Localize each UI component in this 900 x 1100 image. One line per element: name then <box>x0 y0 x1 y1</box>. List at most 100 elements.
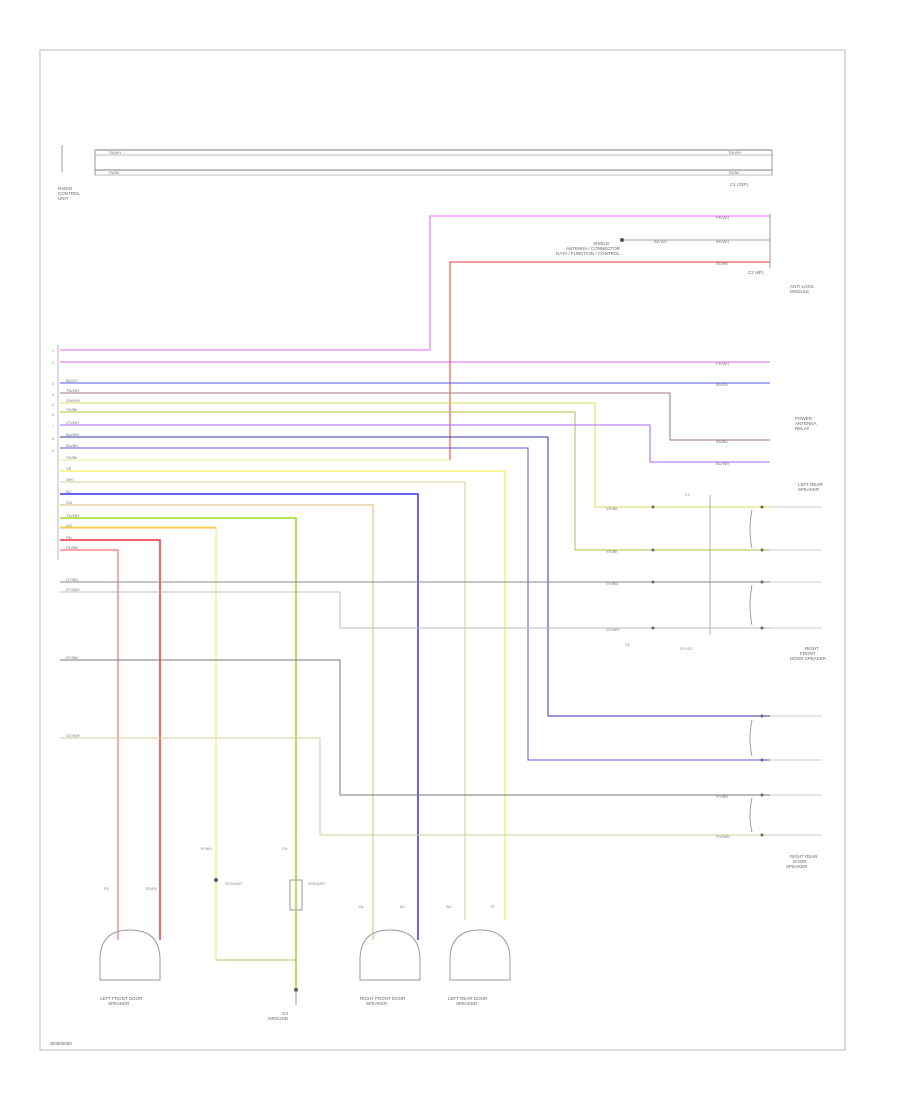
speaker-left-front: RD RD/BK <box>99 887 161 981</box>
svg-text:BU: BU <box>400 905 405 909</box>
light-red-wire: RD/BK <box>60 545 119 940</box>
blue-wire-1: BU/GY BU/GY <box>60 378 770 387</box>
svg-text:C3: C3 <box>685 493 690 497</box>
svg-text:GN: GN <box>66 500 72 505</box>
svg-text:4: 4 <box>52 393 54 397</box>
svg-text:GY/WH: GY/WH <box>66 733 80 738</box>
svg-text:3: 3 <box>52 382 54 386</box>
diagram-frame <box>39 49 846 1051</box>
right-speaker-group-1: YE/BK YE/BK C3 C5 SPLICE <box>606 493 822 651</box>
speaker-right-front: GN BU <box>358 905 421 981</box>
svg-text:9: 9 <box>52 449 54 453</box>
svg-text:GN: GN <box>358 905 364 909</box>
page-id: W0000000 <box>50 1041 72 1046</box>
svg-text:BU/GY: BU/GY <box>66 378 79 383</box>
svg-text:TN/WH: TN/WH <box>108 150 121 155</box>
olive-wire-2: YE/BK <box>60 407 770 551</box>
svg-text:SPLICE: SPLICE <box>680 647 693 651</box>
yellow-wire-1: YE/BK <box>60 455 450 461</box>
svg-text:OG: OG <box>66 523 72 528</box>
svg-text:GY/BK: GY/BK <box>66 655 79 660</box>
svg-text:GY/WH: GY/WH <box>66 587 80 592</box>
dark-blue-wire: BU/WH <box>60 432 770 717</box>
svg-text:BU/GY: BU/GY <box>716 382 729 387</box>
svg-text:RD: RD <box>66 535 72 540</box>
svg-text:YE: YE <box>66 466 72 471</box>
svg-text:BU: BU <box>66 489 72 494</box>
svg-text:C5: C5 <box>625 643 630 647</box>
svg-text:TN/BK: TN/BK <box>728 170 740 175</box>
svg-text:BU/BK: BU/BK <box>66 443 78 448</box>
svg-text:BN/BK: BN/BK <box>716 439 728 444</box>
svg-text:YE/BK: YE/BK <box>606 549 618 554</box>
svg-text:RD: RD <box>104 887 110 891</box>
olive-wire: GN/WH <box>60 398 770 508</box>
svg-text:VT/WH: VT/WH <box>66 420 79 425</box>
blue-wire-3: BU <box>60 489 419 940</box>
red-wire-top: RD/BK <box>449 261 770 460</box>
blue-wire-2: BU/BK <box>60 443 770 761</box>
svg-text:GN: GN <box>282 847 288 851</box>
svg-text:WH: WH <box>446 905 452 909</box>
svg-text:GY/WH: GY/WH <box>716 834 730 839</box>
speaker-left-rear: WH YE <box>446 905 511 981</box>
gray-wire-1: GY/BU GY/BU <box>60 577 770 586</box>
top-right-conn-label: C2 (6P) <box>748 270 764 275</box>
yellow-wire-3 <box>60 526 217 960</box>
svg-text:SPEAKER: SPEAKER <box>308 882 325 886</box>
svg-text:RD/BK: RD/BK <box>716 261 729 266</box>
svg-text:GY/WH: GY/WH <box>606 627 620 632</box>
svg-text:YE/BK: YE/BK <box>66 455 78 460</box>
svg-text:5: 5 <box>52 403 54 407</box>
gray-wire-3: GY/BK GY/BK <box>60 655 770 799</box>
pink-wire-top: PK/WH PK/WH <box>60 215 770 366</box>
svg-text:GY/BU: GY/BU <box>66 577 79 582</box>
svg-text:BK/WH: BK/WH <box>654 239 667 244</box>
svg-text:PK/WH: PK/WH <box>716 215 729 220</box>
svg-text:1: 1 <box>52 349 54 353</box>
svg-text:YE/BK: YE/BK <box>606 506 618 511</box>
svg-text:TN/WH: TN/WH <box>66 388 79 393</box>
svg-text:2: 2 <box>52 361 54 365</box>
svg-text:PK/WH: PK/WH <box>716 361 729 366</box>
svg-text:WH: WH <box>66 477 73 482</box>
tan-wire: WH <box>60 477 466 920</box>
svg-text:GY/BU: GY/BU <box>606 581 619 586</box>
svg-text:GY/BK: GY/BK <box>716 794 729 799</box>
svg-text:YE/WH: YE/WH <box>66 513 79 518</box>
right-speaker-group-2 <box>749 714 822 837</box>
green-wire: YE/WH <box>60 513 297 990</box>
speaker-assembly-middle: YE/WH GN SPEAKER SPEAKER <box>200 847 325 1005</box>
svg-text:TN/BK: TN/BK <box>108 170 120 175</box>
svg-text:GN/WH: GN/WH <box>66 398 80 403</box>
gray-wire-4: GY/WH GY/WH <box>60 733 770 839</box>
red-wire-main: RD <box>60 535 161 940</box>
svg-text:BU/WH: BU/WH <box>66 432 79 437</box>
top-connector-bar: TN/WH TN/BK TN/WH TN/BK <box>61 145 773 176</box>
svg-text:BK/WH: BK/WH <box>716 239 729 244</box>
svg-text:BU/WH: BU/WH <box>716 461 729 466</box>
svg-text:SPEAKER: SPEAKER <box>225 882 242 886</box>
svg-text:YE: YE <box>490 905 495 909</box>
svg-text:YE/BK: YE/BK <box>66 407 78 412</box>
top-connector-label: C1 (32P) <box>730 182 749 187</box>
gray-wire-2: GY/WH GY/WH <box>60 587 770 632</box>
orange-wire: OG <box>60 523 216 529</box>
brown-wire: TN/WH BN/BK <box>60 388 770 444</box>
svg-text:7: 7 <box>52 425 54 429</box>
svg-text:6: 6 <box>52 413 54 417</box>
purple-wire: VT/WH BU/WH <box>60 420 770 466</box>
left-pin-column: 12 34 56 78 9 <box>52 345 59 560</box>
